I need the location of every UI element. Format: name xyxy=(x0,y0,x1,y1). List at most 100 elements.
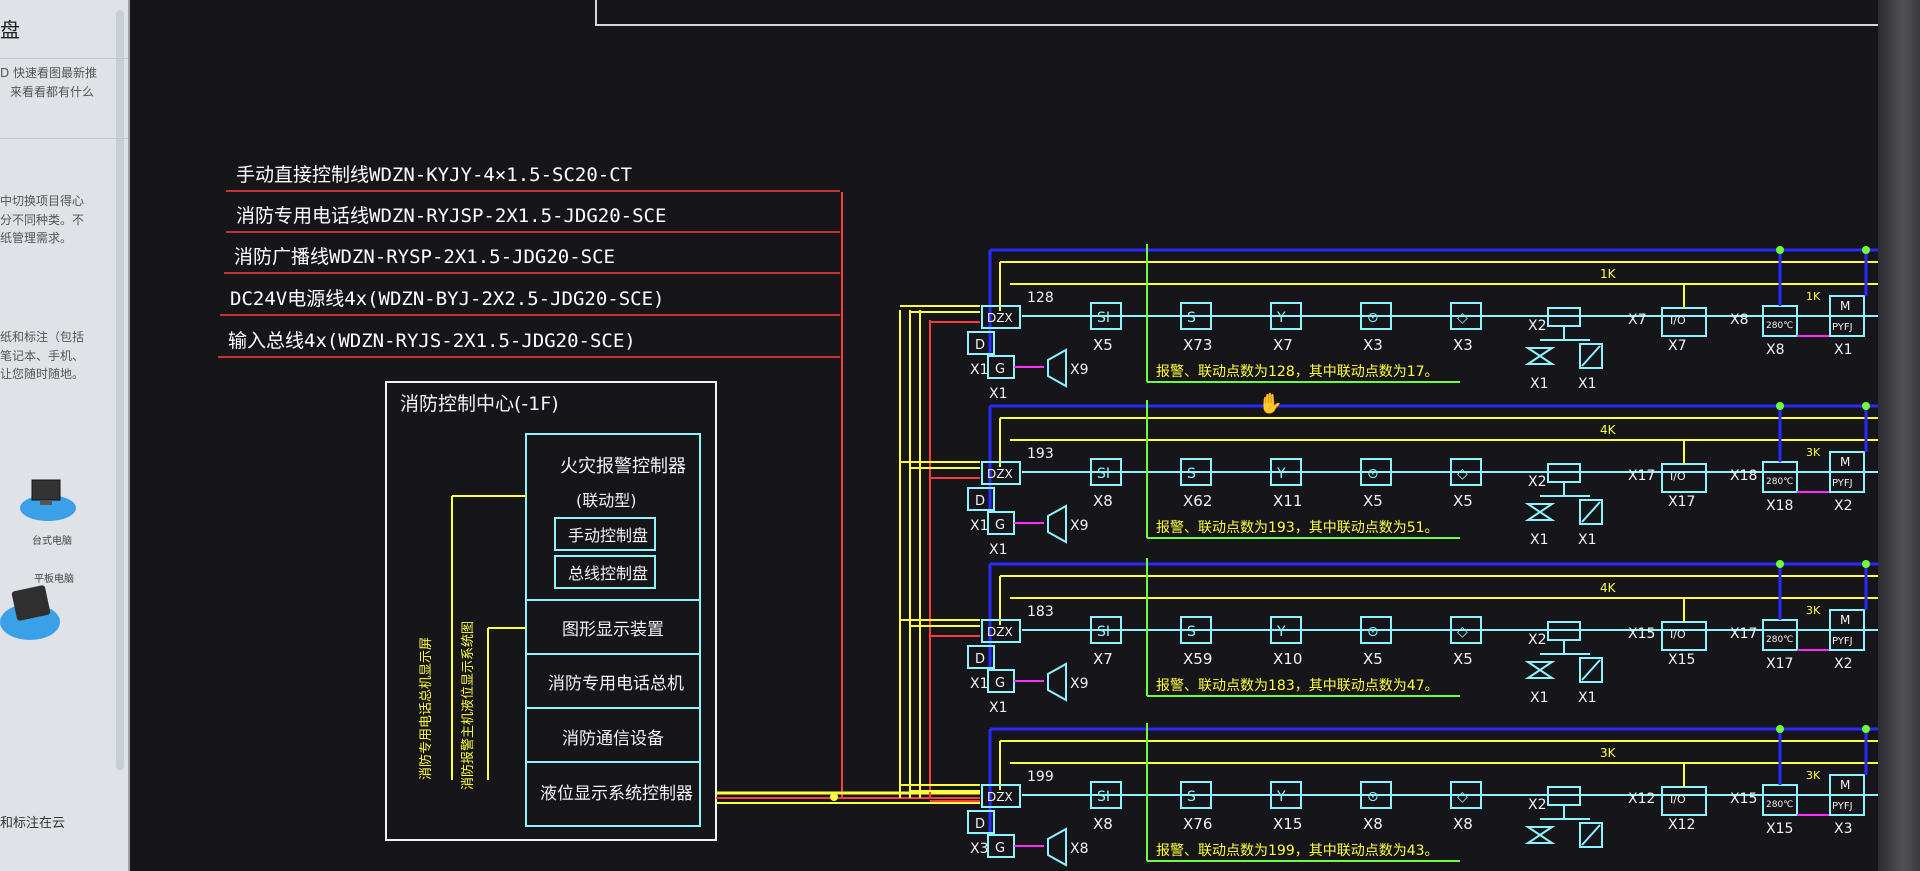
field-device: YX7 xyxy=(1270,302,1302,354)
device-symbol-icon: ◇ xyxy=(1457,624,1468,640)
device-count: X5 xyxy=(1453,650,1473,668)
level-display-label: 液位显示系统控制器 xyxy=(540,784,693,804)
junction-dot xyxy=(1776,560,1784,568)
speaker-count: X9 xyxy=(1070,362,1089,378)
k-label: 4K xyxy=(1600,581,1617,595)
d-device-label: D xyxy=(975,652,985,667)
device-count: X59 xyxy=(1183,650,1212,668)
device-symbol-icon: SI xyxy=(1097,310,1110,326)
fire-damper-count: X18 xyxy=(1766,498,1793,514)
control-center-title: 消防控制中心(-1F) xyxy=(400,393,559,415)
valve-count: X1 xyxy=(1530,376,1549,392)
vertical-note: 消防报警主机液位显示系统图 xyxy=(460,621,476,790)
fire-alarm-system-diagram: 手动直接控制线WDZN-KYJY-4×1.5-SC20-CT消防专用电话线WDZ… xyxy=(218,164,1920,867)
intro-text: D 快速看图最新推 来看看都有什么 xyxy=(0,64,97,101)
speaker-icon xyxy=(1047,827,1067,867)
device-count: X11 xyxy=(1273,492,1302,510)
point-count: 193 xyxy=(1027,446,1054,462)
device-symbol-box xyxy=(1360,302,1392,330)
field-device: ◇X8 xyxy=(1450,781,1482,833)
speaker-count: X9 xyxy=(1070,518,1089,534)
device-count: X76 xyxy=(1183,815,1212,833)
exhaust-fan-box xyxy=(1829,451,1865,493)
damper-line xyxy=(1581,501,1601,523)
device-symbol-box xyxy=(1450,781,1482,809)
d-device-count: X1 xyxy=(970,362,989,378)
manual-panel-box xyxy=(554,517,656,551)
valve-label: X2 xyxy=(1528,474,1547,490)
field-device: ⊙X8 xyxy=(1360,781,1392,833)
k-label: 4K xyxy=(1600,423,1617,437)
junction-dot xyxy=(1776,725,1784,733)
device-symbol-icon: S xyxy=(1187,789,1196,805)
g-device-count: X1 xyxy=(989,542,1008,558)
fire-damper-icon: 280℃ xyxy=(1766,321,1793,331)
bus-panel-box xyxy=(554,555,656,589)
damper-line xyxy=(1581,824,1601,846)
d-device-label: D xyxy=(975,494,985,509)
fire-damper-icon: 280℃ xyxy=(1766,800,1793,810)
speaker-icon xyxy=(1047,348,1067,388)
junction-dot xyxy=(1776,246,1784,254)
d-device-count: X3 xyxy=(970,841,989,857)
legend: 手动直接控制线WDZN-KYJY-4×1.5-SC20-CT消防专用电话线WDZ… xyxy=(218,164,840,358)
io-count: X7 xyxy=(1668,338,1687,354)
d-device xyxy=(967,331,995,355)
device-symbol-icon: Y xyxy=(1276,624,1286,640)
io-label: I/O xyxy=(1670,628,1686,641)
hand-cursor-icon: ✋ xyxy=(1258,391,1283,415)
k-label: 1K xyxy=(1600,267,1617,281)
fire-pre-count: X18 xyxy=(1730,468,1757,484)
valve-count: X1 xyxy=(1530,532,1549,548)
junction-dot xyxy=(1862,402,1870,410)
device-count: X5 xyxy=(1093,336,1113,354)
control-center: 消防控制中心(-1F)火灾报警控制器(联动型)手动控制盘总线控制盘图形显示装置消… xyxy=(385,381,717,841)
io-label: I/O xyxy=(1670,314,1686,327)
device-symbol-icon: Y xyxy=(1276,466,1286,482)
device-symbol-icon: ⊙ xyxy=(1367,624,1379,640)
field-device: ⊙ X3 xyxy=(1360,302,1392,354)
device-count: X3 xyxy=(1363,336,1383,354)
speaker-icon xyxy=(1047,504,1067,544)
device-count: X5 xyxy=(1363,650,1383,668)
intro-line: D 快速看图最新推 xyxy=(0,66,98,80)
k-label: 3K xyxy=(1806,769,1821,782)
device-symbol-box xyxy=(1360,458,1392,486)
device-count: X10 xyxy=(1273,650,1302,668)
device-count: X62 xyxy=(1183,492,1212,510)
k-label: 1K xyxy=(1806,290,1821,303)
point-count: 128 xyxy=(1027,290,1054,306)
device-symbol-box xyxy=(1180,302,1212,330)
valve-count: X1 xyxy=(1578,690,1597,706)
d-device-label: D xyxy=(975,338,985,353)
controller-title: 火灾报警控制器 xyxy=(560,456,686,477)
junction-dot xyxy=(830,793,838,801)
fire-pre-count: X17 xyxy=(1730,626,1757,642)
exhaust-fan-count: X1 xyxy=(1834,342,1853,358)
speaker-count: X8 xyxy=(1070,841,1089,857)
divider xyxy=(0,58,128,59)
d-device xyxy=(967,645,995,669)
dzx-label: DZX xyxy=(987,467,1013,481)
device-symbol-box xyxy=(1090,458,1122,486)
damper-box xyxy=(1579,499,1603,525)
exhaust-fan-label: PYFJ xyxy=(1832,801,1853,812)
legend-line-label: 输入总线4x(WDZN-RYJS-2X1.5-JDG20-SCE) xyxy=(228,330,636,352)
io-count: X12 xyxy=(1668,817,1695,833)
d-device-count: X1 xyxy=(970,676,989,692)
panel-scrollbar[interactable] xyxy=(116,10,124,770)
device-symbol-icon: ⊙ xyxy=(1367,310,1379,326)
device-symbol-box xyxy=(1090,302,1122,330)
dzx-label: DZX xyxy=(987,790,1013,804)
desktop-computer-icon xyxy=(20,479,76,521)
k-label: 3K xyxy=(1806,604,1821,617)
phone-host-label: 消防专用电话总机 xyxy=(548,674,684,694)
